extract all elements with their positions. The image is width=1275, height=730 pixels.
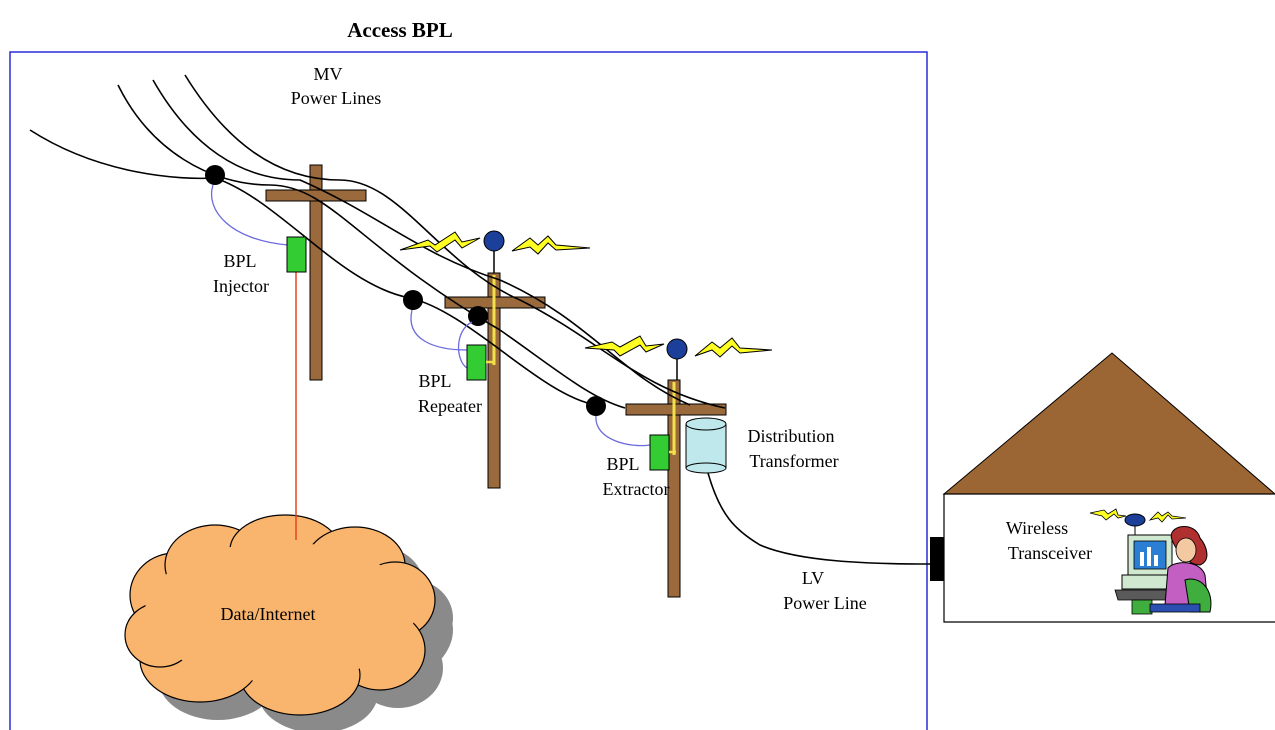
coupler-wires (211, 184, 651, 447)
utility-pole-2 (444, 250, 546, 489)
wireless-label-line1: Wireless (1006, 518, 1068, 538)
bpl-extractor-device (649, 434, 670, 471)
utility-pole-3 (625, 358, 727, 598)
home-wireless-transceiver (1089, 508, 1187, 540)
lv-label-line2: Power Line (783, 593, 866, 613)
lightning-icon (694, 337, 773, 358)
house-roof (942, 352, 1275, 495)
distribution-transformer (685, 417, 727, 474)
lv-label-line1: LV (802, 568, 824, 588)
coupler-2 (403, 290, 423, 310)
repeater-label-line1: BPL (418, 371, 451, 391)
lightning-icon (511, 235, 591, 255)
extractor-label-line1: BPL (606, 454, 639, 474)
home-antenna-icon (1124, 513, 1146, 527)
utility-pole-1 (265, 164, 367, 381)
access-bpl-frame (9, 51, 928, 730)
extractor-label-line2: Extractor (603, 479, 670, 499)
house (930, 352, 1275, 623)
lightning-icon (399, 231, 481, 253)
transformer-label-line2: Transformer (749, 451, 838, 471)
computer-user-illustration (1114, 525, 1212, 615)
extractor-antenna-icon (666, 338, 688, 360)
person-face (1175, 537, 1197, 563)
data-internet-cloud: Data/Internet (124, 514, 453, 730)
cloud-label: Data/Internet (221, 604, 316, 624)
bpl-injector-device (286, 236, 307, 273)
lightning-icon (1148, 511, 1187, 523)
lv-power-line (707, 472, 931, 565)
repeater-antenna-icon (483, 230, 505, 252)
lightning-icon (1089, 508, 1127, 521)
mv-label-line2: Power Lines (291, 88, 381, 108)
bpl-couplers (205, 165, 606, 416)
lightning-icon (584, 335, 665, 357)
bpl-repeater-device (466, 344, 487, 381)
diagram-title: Access BPL (347, 18, 453, 42)
coupler-1 (205, 165, 225, 185)
transformer-label-line1: Distribution (747, 426, 834, 446)
coupler-4 (586, 396, 606, 416)
injector-label-line2: Injector (213, 276, 269, 296)
repeater-label-line2: Repeater (418, 396, 482, 416)
power-meter (930, 537, 944, 581)
mv-power-lines (29, 74, 726, 409)
wireless-label-line2: Transceiver (1008, 543, 1092, 563)
mv-label-line1: MV (313, 64, 342, 84)
injector-label-line1: BPL (223, 251, 256, 271)
coupler-3 (468, 306, 488, 326)
